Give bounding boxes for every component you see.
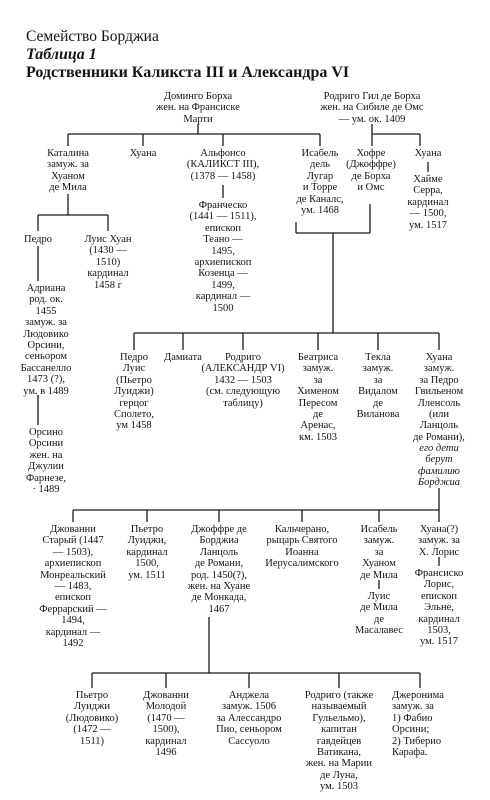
person-orsino-orsini: Орсино Орсини жен. на Джулии Фарнезе, · …	[25, 427, 67, 496]
person-juana-1: Хуана	[129, 148, 157, 159]
person-rodrigo-alexander-vi: Родриго (АЛЕКСАНДР VI) 1432 — 1503 (см. …	[201, 352, 285, 409]
person-pedro-luis: Педро Луис (Пьетро Луиджи) герцог Сполет…	[114, 352, 154, 432]
person-jofre-de-borja: Хофре (Джоффре) де Борха и Омс	[346, 148, 396, 194]
person-tecla: Текла замуж. за Видалом де Виланова	[356, 352, 400, 421]
person-giovanni-the-younger: Джованни Молодой (1470 — 1500), кардинал…	[143, 690, 189, 759]
person-francesco-loris: Франсиско Лорис, епископ Эльне, кардинал…	[414, 568, 464, 648]
person-geronima: Джеронима замуж. за 1) Фабио Орсини; 2) …	[392, 690, 444, 759]
person-goffredo-de-borgia-lanzol: Джоффре де Борджиа Ланцоль де Романи, ро…	[187, 524, 251, 615]
person-domingo-borja: Доминго Борха жен. на Франсиске Марти	[156, 91, 240, 125]
juana-3-children-note: его дети берут фамилию Борджиа	[417, 443, 461, 489]
person-alfonso-callixtus-iii: Альфонсо (КАЛИКСТ III), (1378 — 1458)	[186, 148, 260, 182]
person-giovanni-the-elder: Джованни Старый (1447 — 1503), архиеписк…	[39, 524, 107, 650]
person-pietro-luigi-ludovico: Пьетро Луиджи (Людовико) (1472 — 1511)	[65, 690, 119, 747]
table-title: Родственники Каликста III и Александра V…	[26, 64, 350, 81]
person-beatrice: Беатриса замуж. за Хименом Пересом де Ар…	[297, 352, 339, 443]
person-adriana: Адриана род. ок. 1455 замуж. за Людовико…	[20, 283, 72, 397]
person-catalina: Каталина замуж. за Хуаном де Мила	[47, 148, 89, 194]
person-luis-juan: Луис Хуан (1430 — 1510) кардинал 1458 г	[84, 234, 132, 291]
person-juana-4: Хуана(?) замуж. за Х. Лорис	[418, 524, 460, 558]
person-damiata: Дамиата	[164, 352, 202, 363]
person-jaime-serra: Хайме Серра, кардинал — 1500, ум. 1517	[407, 174, 449, 231]
person-juana-2: Хуана	[414, 148, 442, 159]
person-calcerano: Кальчерано, рыцарь Святого Иоанна Иеруса…	[265, 524, 339, 570]
person-rodrigo-gil-de-borja: Родриго Гил де Борха жен. на Сибиле де О…	[320, 91, 424, 125]
person-francesco: Франческо (1441 — 1511), епископ Теано —…	[189, 200, 257, 314]
family-heading: Семейство Борджиа	[26, 28, 159, 45]
person-pietro-luigi-cardinal: Пьетро Луиджи, кардинал 1500, ум. 1511	[126, 524, 168, 581]
person-rodrigo-guglielmo: Родриго (также называемый Гульельмо), ка…	[304, 690, 374, 793]
person-isabel-del-lugar: Исабель дель Лугар и Торре де Каналс, ум…	[296, 148, 344, 217]
person-angela: Анджела замуж. 1506 за Алессандро Пио, с…	[216, 690, 282, 747]
person-juana-3: Хуана замуж. за Педро Гвильеном Лленсоль…	[413, 352, 465, 443]
person-pedro: Педро	[24, 234, 52, 245]
table-number: Таблица 1	[26, 46, 97, 63]
person-luis-de-mila: Луис де Мила де Масалавес	[355, 591, 403, 637]
person-isabel-2: Исабель замуж. за Хуаном де Мила	[360, 524, 398, 581]
